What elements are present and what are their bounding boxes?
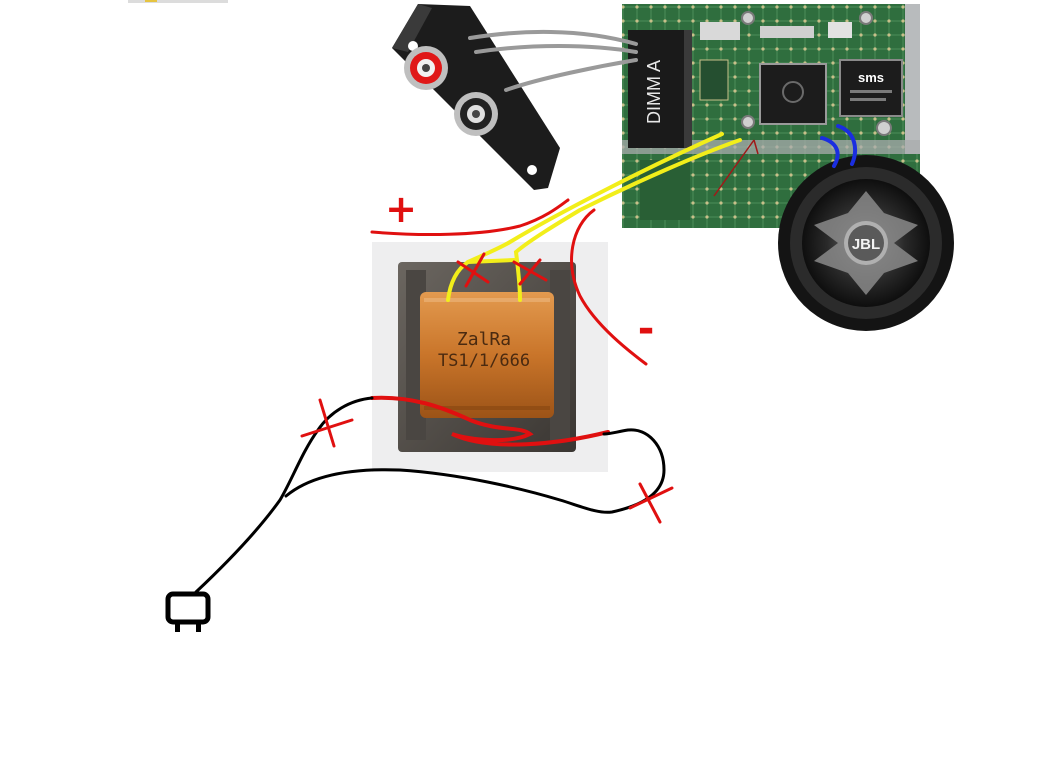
coil-winding <box>424 406 550 410</box>
mains-cable <box>194 396 666 594</box>
pointer-arrow-head <box>753 139 759 155</box>
plus-sign-label: + <box>385 187 417 231</box>
speaker-icon: JBL <box>778 155 954 331</box>
main-chip <box>759 63 827 125</box>
signal-wires <box>446 132 742 302</box>
board-component <box>828 22 852 38</box>
rca-jack-icon <box>454 92 498 136</box>
board-component <box>700 22 740 40</box>
transformer-coil <box>420 292 554 418</box>
pointer-arrow <box>713 139 755 197</box>
mounting-hole <box>859 11 873 25</box>
dimm-slot-label: DIMM A <box>644 60 664 124</box>
secondary-chip: sms <box>839 59 903 117</box>
mounting-hole <box>741 115 755 129</box>
cut-mark-icon <box>628 482 674 524</box>
coil-winding <box>424 298 550 302</box>
chip-brand-label: sms <box>858 70 884 85</box>
cut-mark-icon <box>456 252 490 288</box>
rca-cables <box>468 29 638 92</box>
mounting-hole <box>876 120 892 136</box>
cut-mark-icon <box>300 398 354 448</box>
transformer: ZalRa TS1/1/666 <box>372 242 608 472</box>
plug-icon <box>165 591 211 632</box>
rca-jack-icon <box>404 46 448 90</box>
board-metal-frame <box>905 4 920 154</box>
speaker-brand-label: JBL <box>852 236 880 253</box>
speaker-wires <box>820 124 857 168</box>
cut-mark-icon <box>512 258 548 286</box>
transformer-core-right <box>550 270 570 440</box>
transformer-model-label: TS1/1/666 <box>438 351 530 371</box>
top-edge-strip <box>128 0 228 3</box>
board-component <box>699 59 729 101</box>
board-component <box>760 26 814 38</box>
rca-plate-edge <box>392 4 432 52</box>
transformer-brand-label: ZalRa <box>457 329 511 350</box>
top-edge-yellow-mark <box>145 0 157 2</box>
primary-red-wire <box>370 395 610 447</box>
negative-wire <box>570 208 648 366</box>
rca-plate-screw-hole <box>527 165 537 175</box>
minus-sign-label: - <box>638 306 655 352</box>
rca-jack-plate <box>392 4 560 190</box>
positive-wire <box>370 198 570 236</box>
rca-plate-screw-hole <box>408 41 418 51</box>
dimm-slot: DIMM A <box>628 30 692 148</box>
mounting-hole <box>741 11 755 25</box>
